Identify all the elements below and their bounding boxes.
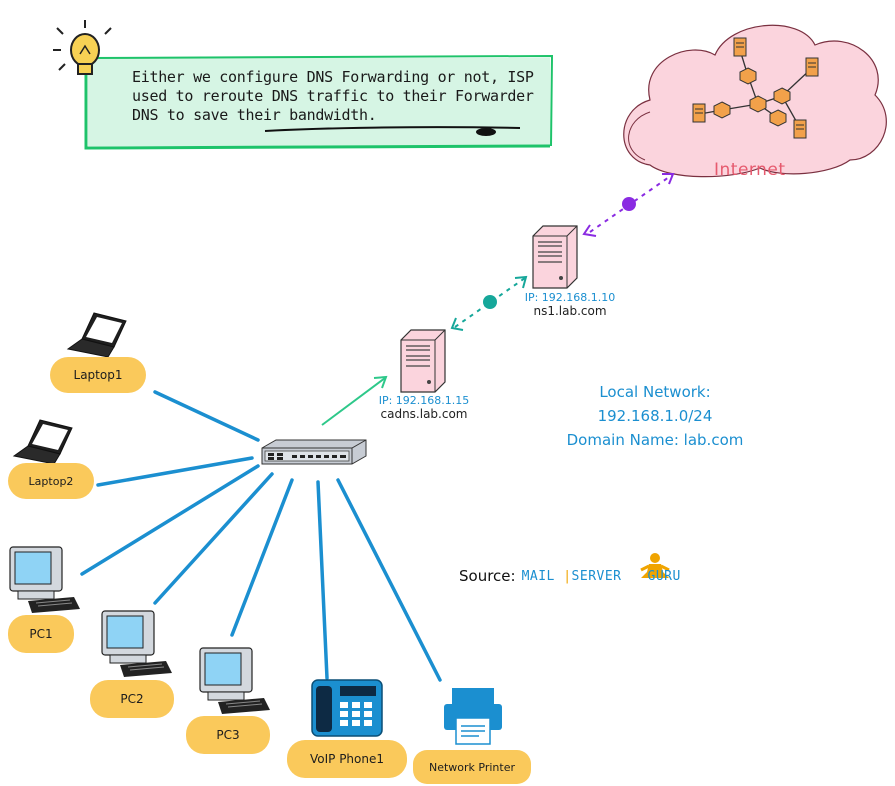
ns1-label: IP: 192.168.1.10 ns1.lab.com xyxy=(520,291,620,318)
pc1-label: PC1 xyxy=(8,615,74,653)
domain-name-text: Domain Name: lab.com xyxy=(566,431,744,449)
cadns-server-icon xyxy=(400,329,446,393)
internet-cloud xyxy=(623,24,887,178)
ns1-hostname: ns1.lab.com xyxy=(533,304,607,318)
pc3-icon xyxy=(199,647,270,714)
cadns-label: IP: 192.168.1.15 cadns.lab.com xyxy=(374,394,474,421)
laptop2-icon xyxy=(12,419,73,465)
guru-logo-icon xyxy=(640,553,670,578)
teal-dot xyxy=(483,295,497,309)
laptop1-label: Laptop1 xyxy=(50,357,146,393)
brand-logo: MAIL |SERVER GURU xyxy=(522,569,681,584)
brand-part1: MAIL xyxy=(521,568,555,584)
laptop2-label: Laptop2 xyxy=(8,463,94,499)
source-credit: Source: MAIL |SERVER GURU xyxy=(459,567,681,585)
lightbulb-icon xyxy=(53,20,112,75)
ns1-ip: IP: 192.168.1.10 xyxy=(524,291,616,304)
pc2-label: PC2 xyxy=(90,680,174,718)
note-box xyxy=(84,54,554,150)
note-line-2: used to reroute DNS traffic to their For… xyxy=(132,87,534,105)
pc3-label: PC3 xyxy=(186,716,270,754)
forward-arrow-ns1 xyxy=(450,275,528,331)
network-info: Local Network: 192.168.1.0/24 Domain Nam… xyxy=(540,380,770,452)
note-line-1: Either we configure DNS Forwarding or no… xyxy=(132,68,534,86)
ns1-server-icon xyxy=(532,225,578,289)
source-label: Source: xyxy=(459,567,516,585)
brand-separator: | xyxy=(563,568,572,584)
network-switch-icon xyxy=(261,439,367,465)
forward-arrow-internet xyxy=(582,173,675,237)
brand-part3: GURU xyxy=(647,568,681,584)
note-line-3: DNS to save their bandwidth. xyxy=(132,106,377,124)
laptop1-icon xyxy=(66,312,127,358)
connection-lines xyxy=(80,390,442,682)
purple-dot xyxy=(622,197,636,211)
printer-label: Network Printer xyxy=(413,750,531,784)
note-text: Either we configure DNS Forwarding or no… xyxy=(132,68,542,125)
voip-label: VoIP Phone1 xyxy=(287,740,407,778)
brand-part2: SERVER xyxy=(571,568,622,584)
cadns-ip: IP: 192.168.1.15 xyxy=(378,394,470,407)
local-network-text: Local Network: 192.168.1.0/24 xyxy=(597,383,713,425)
pc2-icon xyxy=(101,610,172,677)
cadns-hostname: cadns.lab.com xyxy=(380,407,468,421)
pc1-icon xyxy=(9,546,80,613)
internet-label: Internet xyxy=(714,160,786,180)
voip-phone-icon xyxy=(311,679,383,737)
switch-to-cadns-arrow xyxy=(321,375,388,426)
printer-icon xyxy=(444,688,502,745)
